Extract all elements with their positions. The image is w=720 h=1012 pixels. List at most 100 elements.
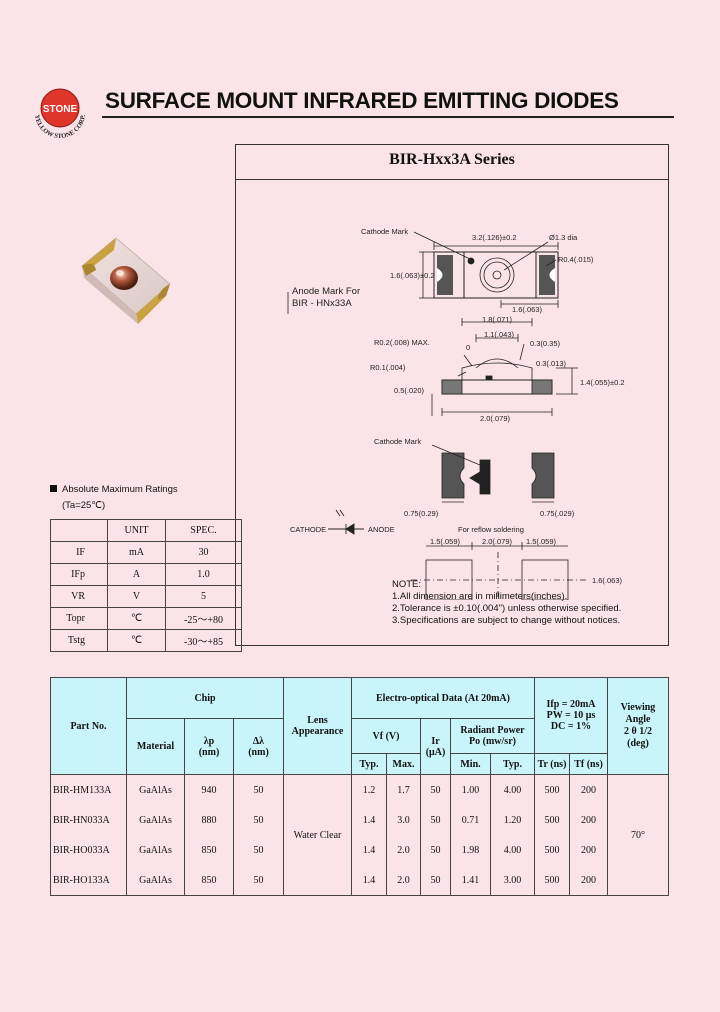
table-cell: -30～+85: [165, 629, 242, 652]
symbol-cathode: CATHODE: [290, 525, 326, 534]
solder-dim-h: 1.6(.063): [592, 576, 623, 585]
part-number: BIR-HM133A: [50, 774, 127, 805]
top-cathode-label: Cathode Mark: [361, 227, 408, 236]
tf: 200: [569, 805, 608, 835]
header-pulse-1: Ifp = 20mA: [546, 699, 596, 710]
title-rule: [102, 116, 674, 118]
table-header-row: Part No. Chip Lens Appearance Electro-op…: [50, 677, 669, 775]
bottom-cathode-label: Cathode Mark: [374, 437, 421, 446]
table-row: Tstg ℃ -30～+85: [50, 629, 242, 652]
header-radiant-power: Radiant Power Po (mw/sr): [450, 718, 535, 754]
side-035-dim: 0.3(0.35): [530, 339, 561, 348]
tf: 200: [569, 774, 608, 805]
table-cell: ℃: [107, 629, 166, 652]
abs-ratings-table: UNIT SPEC. IF mA 30 IFp A 1.0 VR V 5 Top…: [50, 519, 242, 652]
top-length-dim: 3.2(.126)±0.2: [472, 233, 517, 242]
table-cell: 1.0: [165, 563, 242, 586]
header-material: Material: [126, 718, 185, 775]
spectral-width: 50: [233, 774, 284, 805]
tr: 500: [534, 805, 570, 835]
table-row: IF mA 30: [50, 541, 242, 564]
bullet-square-icon: [50, 485, 57, 492]
side-rsmall-dim: R0.1(.004): [370, 363, 406, 372]
header-lp-unit: (nm): [198, 746, 220, 758]
header-tr-label: Tr: [537, 758, 548, 770]
side-bottom-dim: 2.0(.079): [480, 414, 511, 423]
header-tf: Tf (ns): [569, 753, 608, 775]
vf-typ: 1.2: [351, 774, 387, 805]
part-number: BIR-HO133A: [50, 865, 127, 896]
dimension-drawing-panel: BIR-Hxx3A Series Cathode: [235, 144, 669, 646]
vf-typ: 1.4: [351, 805, 387, 835]
material: GaAlAs: [126, 805, 185, 835]
header-ir: Ir (μA): [420, 718, 451, 775]
po-typ: 4.00: [490, 774, 535, 805]
side-height-dim: 1.4(.055)±0.2: [580, 378, 625, 387]
header-tf-unit: (ns): [586, 758, 603, 770]
header-po-typ: Typ.: [490, 753, 535, 775]
table-row: IFp A 1.0: [50, 563, 242, 586]
solder-caption: For reflow soldering: [458, 525, 524, 534]
side-left-dim: 0.5(.020): [394, 386, 425, 395]
lens-dia-dim: Ø1.3 dia: [549, 233, 578, 242]
part-number: BIR-HN033A: [50, 805, 127, 835]
header-pulse-2: PW = 10 μs: [546, 710, 596, 721]
vf-max: 3.0: [386, 805, 421, 835]
header-chip: Chip: [126, 677, 284, 719]
top-radius-dim: R0.4(.015): [558, 255, 594, 264]
diode-symbol: [328, 509, 364, 535]
material: GaAlAs: [126, 835, 185, 865]
table-cell: -25～+80: [165, 607, 242, 630]
tr: 500: [534, 835, 570, 865]
bottom-left-dim: 0.75(0.29): [404, 509, 439, 518]
top-height-dim: 1.6(.063)±0.2: [390, 271, 435, 280]
header-viewing-angle: Viewing Angle 2 θ 1/2 (deg): [607, 677, 669, 775]
bottom-view: [431, 444, 555, 503]
table-row: Topr ℃ -25～+80: [50, 607, 242, 630]
vf-typ: 1.4: [351, 865, 387, 896]
bottom-right-dim: 0.75(.029): [540, 509, 575, 518]
peak-wavelength: 850: [184, 865, 234, 896]
table-header-row: Material λp (nm) Δλ (nm) Vf (V) Ir (μA) …: [51, 718, 669, 775]
vf-typ: 1.4: [351, 835, 387, 865]
tf: 200: [569, 835, 608, 865]
top-pad-dim: 1.6(.063): [512, 305, 543, 314]
table-cell: 30: [165, 541, 242, 564]
product-photo: [81, 237, 171, 324]
series-rule: [236, 179, 668, 180]
part-number: BIR-HO033A: [50, 835, 127, 865]
solder-dim-a: 1.5(.059): [430, 537, 461, 546]
specs-table: Part No. Chip Lens Appearance Electro-op…: [50, 677, 669, 896]
note-1: 1.All dimension are in millimeters(inche…: [392, 591, 568, 602]
table-cell: IFp: [50, 563, 108, 586]
table-cell: V: [107, 585, 166, 608]
solder-dim-c: 1.5(.059): [526, 537, 557, 546]
table-header-row: UNIT SPEC.: [50, 519, 242, 542]
anode-note-1: Anode Mark For: [292, 286, 360, 297]
header-dl-unit: (nm): [248, 746, 269, 758]
vf-max: 2.0: [386, 835, 421, 865]
po-typ: 1.20: [490, 805, 535, 835]
side-rmax-dim: R0.2(.008) MAX.: [374, 338, 430, 347]
vf-max: 1.7: [386, 774, 421, 805]
notes-heading: NOTE:: [392, 579, 422, 590]
spectral-width: 50: [233, 865, 284, 896]
abs-ratings-title-text: Absolute Maximum Ratings: [62, 484, 178, 495]
header-vf-typ: Typ.: [351, 753, 387, 775]
viewing-angle: 70°: [607, 774, 669, 896]
header-eo: Electro-optical Data (At 20mA): [351, 677, 535, 719]
table-cell: 5: [165, 585, 242, 608]
side-lens-dim: 1.1(.043): [484, 330, 515, 339]
header-tr-unit: (ns): [550, 758, 567, 770]
spectral-width: 50: [233, 805, 284, 835]
header-ir-unit: (μA): [425, 746, 446, 758]
po-min: 1.41: [450, 865, 491, 896]
top-view: [287, 231, 559, 314]
header-pulse: Ifp = 20mA PW = 10 μs DC = 1%: [534, 677, 608, 754]
material: GaAlAs: [126, 774, 185, 805]
side-view: [431, 318, 578, 416]
header-dl: Δλ (nm): [233, 718, 284, 775]
table-cell: [50, 519, 108, 542]
table-cell: mA: [107, 541, 166, 564]
table-row: BIR-HN033A GaAlAs 880 50 1.4 3.0 50 0.71…: [50, 805, 669, 835]
